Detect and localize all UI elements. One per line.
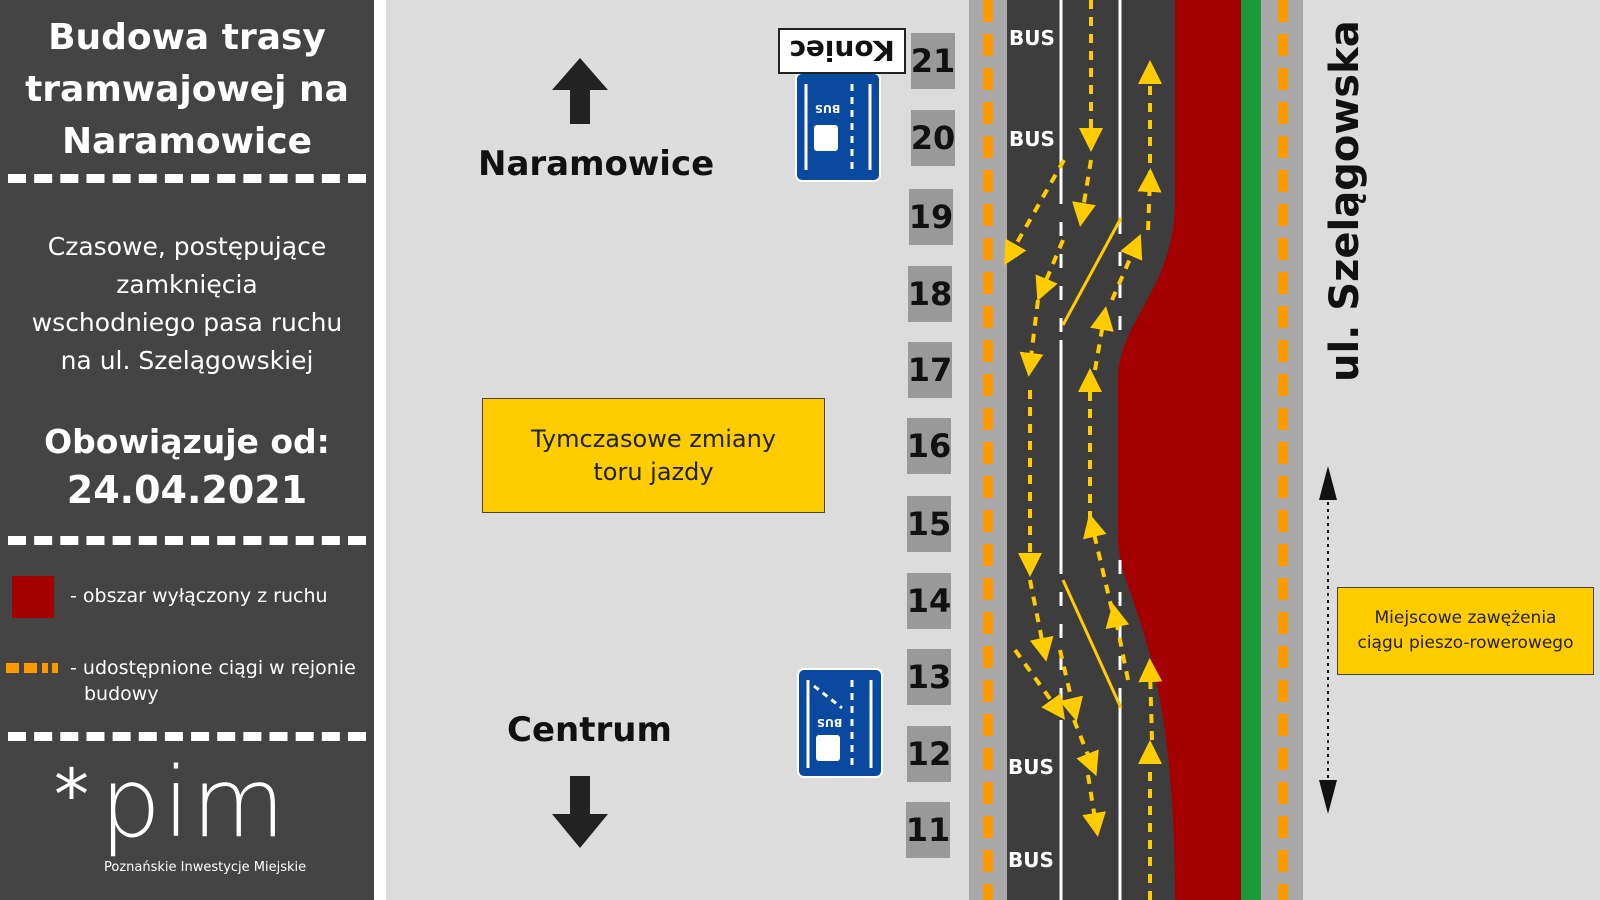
bus-sign-text-bottom: BUS bbox=[817, 716, 843, 729]
segment-tile-18: 18 bbox=[908, 266, 952, 322]
subtitle-line-2: zamknięcia bbox=[116, 270, 258, 299]
bus-sign-text-top: BUS bbox=[815, 102, 841, 115]
panel-title: Budowa trasy tramwajowej na Naramowice bbox=[0, 12, 374, 168]
segment-tile-13: 13 bbox=[907, 649, 951, 705]
green-strip bbox=[1241, 0, 1261, 900]
segment-tile-16: 16 bbox=[907, 418, 951, 474]
temporary-changes-box: Tymczasowe zmiany toru jazdy bbox=[482, 398, 825, 513]
end-sign: Koniec bbox=[778, 28, 906, 74]
subtitle-line-3: wschodniego pasa ruchu bbox=[31, 308, 343, 337]
legend-shared-routes-1: - udostępnione ciągi w rejonie bbox=[70, 657, 356, 679]
legend-panel: Budowa trasy tramwajowej na Naramowice C… bbox=[0, 0, 374, 900]
valid-from-label: Obowiązuje od: bbox=[44, 422, 330, 461]
closed-area bbox=[1118, 0, 1241, 900]
closed-area-swatch bbox=[12, 576, 54, 618]
narrowing-info-box: Miejscowe zawężenia ciągu pieszo-rowerow… bbox=[1337, 587, 1594, 675]
bus-marking-1: BUS bbox=[1009, 26, 1055, 50]
solid-diagonal-top bbox=[1061, 217, 1123, 326]
segment-tile-20: 20 bbox=[911, 110, 955, 166]
subtitle-line-4: na ul. Szelągowskiej bbox=[60, 346, 314, 375]
southbound-arrows bbox=[1004, 0, 1106, 837]
segment-tile-17: 17 bbox=[908, 342, 952, 398]
temporary-changes-line-1: Tymczasowe zmiany bbox=[531, 424, 776, 453]
segment-tile-15: 15 bbox=[907, 496, 951, 552]
bus-marking-4: BUS bbox=[1008, 848, 1054, 872]
title-line-3: Naramowice bbox=[61, 121, 313, 162]
bus-lane-sign-bottom bbox=[797, 668, 883, 778]
divider-dashes-3 bbox=[8, 732, 366, 741]
direction-arrows bbox=[552, 58, 608, 848]
bus-lane-sign-top bbox=[795, 72, 881, 182]
street-name-label: ul. Szelągowska bbox=[1322, 20, 1368, 382]
narrowing-range-arrow bbox=[1319, 466, 1337, 814]
narrowing-line-2: ciągu pieszo-rowerowego bbox=[1357, 633, 1574, 653]
logo-subtitle: Poznańskie Inwestycje Miejskie bbox=[104, 860, 307, 875]
divider-dashes-2 bbox=[8, 536, 366, 545]
logo-pim-text: pim bbox=[100, 747, 288, 859]
valid-from-date: 24.04.2021 bbox=[66, 468, 308, 512]
title-line-2: tramwajowej na bbox=[25, 69, 349, 110]
divider-dashes-1 bbox=[8, 174, 366, 183]
north-direction-label: Naramowice bbox=[478, 144, 715, 184]
solid-diagonal-bottom bbox=[1061, 579, 1123, 709]
north-arrow bbox=[552, 58, 608, 124]
northbound-arrows bbox=[1078, 60, 1163, 900]
bus-marking-3: BUS bbox=[1008, 755, 1054, 779]
bus-marking-2: BUS bbox=[1009, 127, 1055, 151]
segment-tile-21: 21 bbox=[911, 33, 955, 89]
temporary-changes-line-2: toru jazdy bbox=[593, 457, 714, 486]
panel-divider bbox=[374, 0, 386, 900]
south-arrow bbox=[552, 776, 608, 848]
legend-shared-routes-2: budowy bbox=[84, 683, 159, 705]
narrowing-line-1: Miejscowe zawężenia bbox=[1374, 608, 1557, 628]
legend-closed-area: - obszar wyłączony z ruchu bbox=[70, 585, 328, 607]
segment-tile-11: 11 bbox=[906, 802, 950, 858]
segment-tile-12: 12 bbox=[907, 726, 951, 782]
segment-tile-19: 19 bbox=[909, 189, 953, 245]
segment-tile-14: 14 bbox=[907, 573, 951, 629]
subtitle-line-1: Czasowe, postępujące bbox=[47, 232, 327, 261]
panel-subtitle: Czasowe, postępujące zamknięcia wschodni… bbox=[0, 228, 374, 380]
shared-route-swatch bbox=[6, 663, 58, 673]
title-line-1: Budowa trasy bbox=[48, 17, 326, 58]
south-direction-label: Centrum bbox=[507, 710, 672, 750]
logo-star: * bbox=[54, 754, 89, 836]
